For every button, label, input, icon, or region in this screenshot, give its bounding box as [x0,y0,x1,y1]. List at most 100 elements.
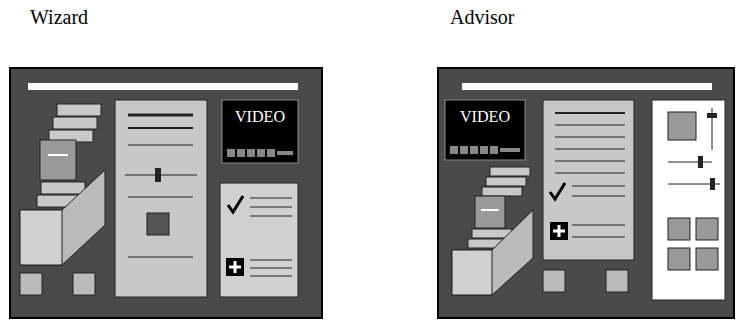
form-panel-part [555,149,625,150]
form-panel-part [147,213,169,235]
form-panel-part [555,112,625,114]
checklist-panel-part [250,198,292,199]
card-file-part [48,154,68,156]
video-player-part [222,100,298,163]
card-file-part [481,209,499,211]
video-box: VIDEO [222,100,298,144]
settings-panel-part [668,162,712,163]
card-file-part [475,196,505,228]
form-panel-part [128,127,193,129]
form-panel [543,100,634,260]
form-panel-part [553,225,565,237]
video-box: VIDEO [445,100,525,144]
settings-panel-part [710,178,715,190]
checklist-panel-part [229,261,241,273]
card-file-part [57,104,101,116]
wizard-screen-part [28,83,298,90]
form-panel-part [550,222,568,240]
video-player-part [267,149,275,157]
card-file-part [482,187,522,196]
settings-panel-part [668,218,690,240]
small-buttons-part [73,273,95,295]
screen-layout: AdvisorVIDEO [438,0,734,320]
video-player [445,100,525,160]
video-label: VIDEO [445,100,525,126]
card-file [452,167,533,295]
checklist-panel-part [250,216,292,217]
form-panel-part [555,173,625,174]
small-buttons-part [20,273,42,295]
checklist-panel-part [226,258,244,276]
form-panel-part [115,100,207,297]
video-player-part [490,146,498,154]
video-player-part [247,149,255,157]
video-player-part [480,146,488,154]
settings-panel-part [698,156,703,168]
settings-panel-part [668,112,696,140]
screen-title: Wizard [30,6,88,28]
advisor-screen-part [462,83,712,90]
card-file-part [41,182,85,194]
small-buttons-part [606,270,628,292]
screen-title: Advisor [450,6,514,28]
advisor-screen [438,68,734,318]
card-file [20,104,105,265]
small-buttons [543,270,628,292]
video-player-part [227,149,235,157]
settings-panel-part [668,248,690,270]
card-file-part [20,210,62,265]
checklist-panel-part [250,207,292,208]
screen-layout: WizardVIDEO [10,0,323,320]
checklist-panel-part [250,260,292,261]
settings-panel-part [707,113,717,118]
form-panel-part [128,197,193,198]
video-player-part [450,146,458,154]
advisor-screen-part [438,68,734,318]
card-file-part [20,170,105,265]
card-file-part [452,210,533,295]
form-panel-part [128,145,193,146]
video-label: VIDEO [222,100,298,126]
settings-panel [652,100,725,300]
video-player-part [277,151,293,155]
settings-panel-part [652,100,725,300]
card-file-part [486,177,526,186]
form-panel-part [128,257,193,258]
form-panel [115,100,207,297]
video-player-part [445,100,525,160]
wizard-screen [10,68,322,318]
wizard-screen-part [10,68,322,318]
checklist-panel-part [250,276,292,277]
video-player-part [237,149,245,157]
settings-panel-part [696,248,718,270]
form-panel-part [572,225,625,226]
form-panel-part [555,161,625,162]
checklist-panel [220,183,298,297]
video-player-part [257,149,265,157]
form-panel-part [155,168,161,182]
card-file-part [452,250,492,295]
small-buttons [20,273,95,295]
video-player-part [460,146,468,154]
small-buttons-part [543,270,565,292]
form-panel-part [555,137,625,138]
video-player [222,100,298,163]
form-panel-part [572,196,625,197]
video-player-part [500,148,520,152]
form-panel-part [572,237,625,238]
form-panel-part [128,114,193,117]
card-file-part [490,167,530,176]
form-panel-part [572,186,625,187]
checklist-panel-part [220,183,298,297]
card-file-part [40,140,76,180]
form-panel-part [543,100,634,260]
video-player-part [470,146,478,154]
form-panel-part [550,183,565,199]
form-panel-part [555,125,625,126]
card-file-part [53,117,97,129]
checklist-panel-part [250,268,292,269]
settings-panel-part [696,218,718,240]
checklist-panel-part [228,196,243,212]
